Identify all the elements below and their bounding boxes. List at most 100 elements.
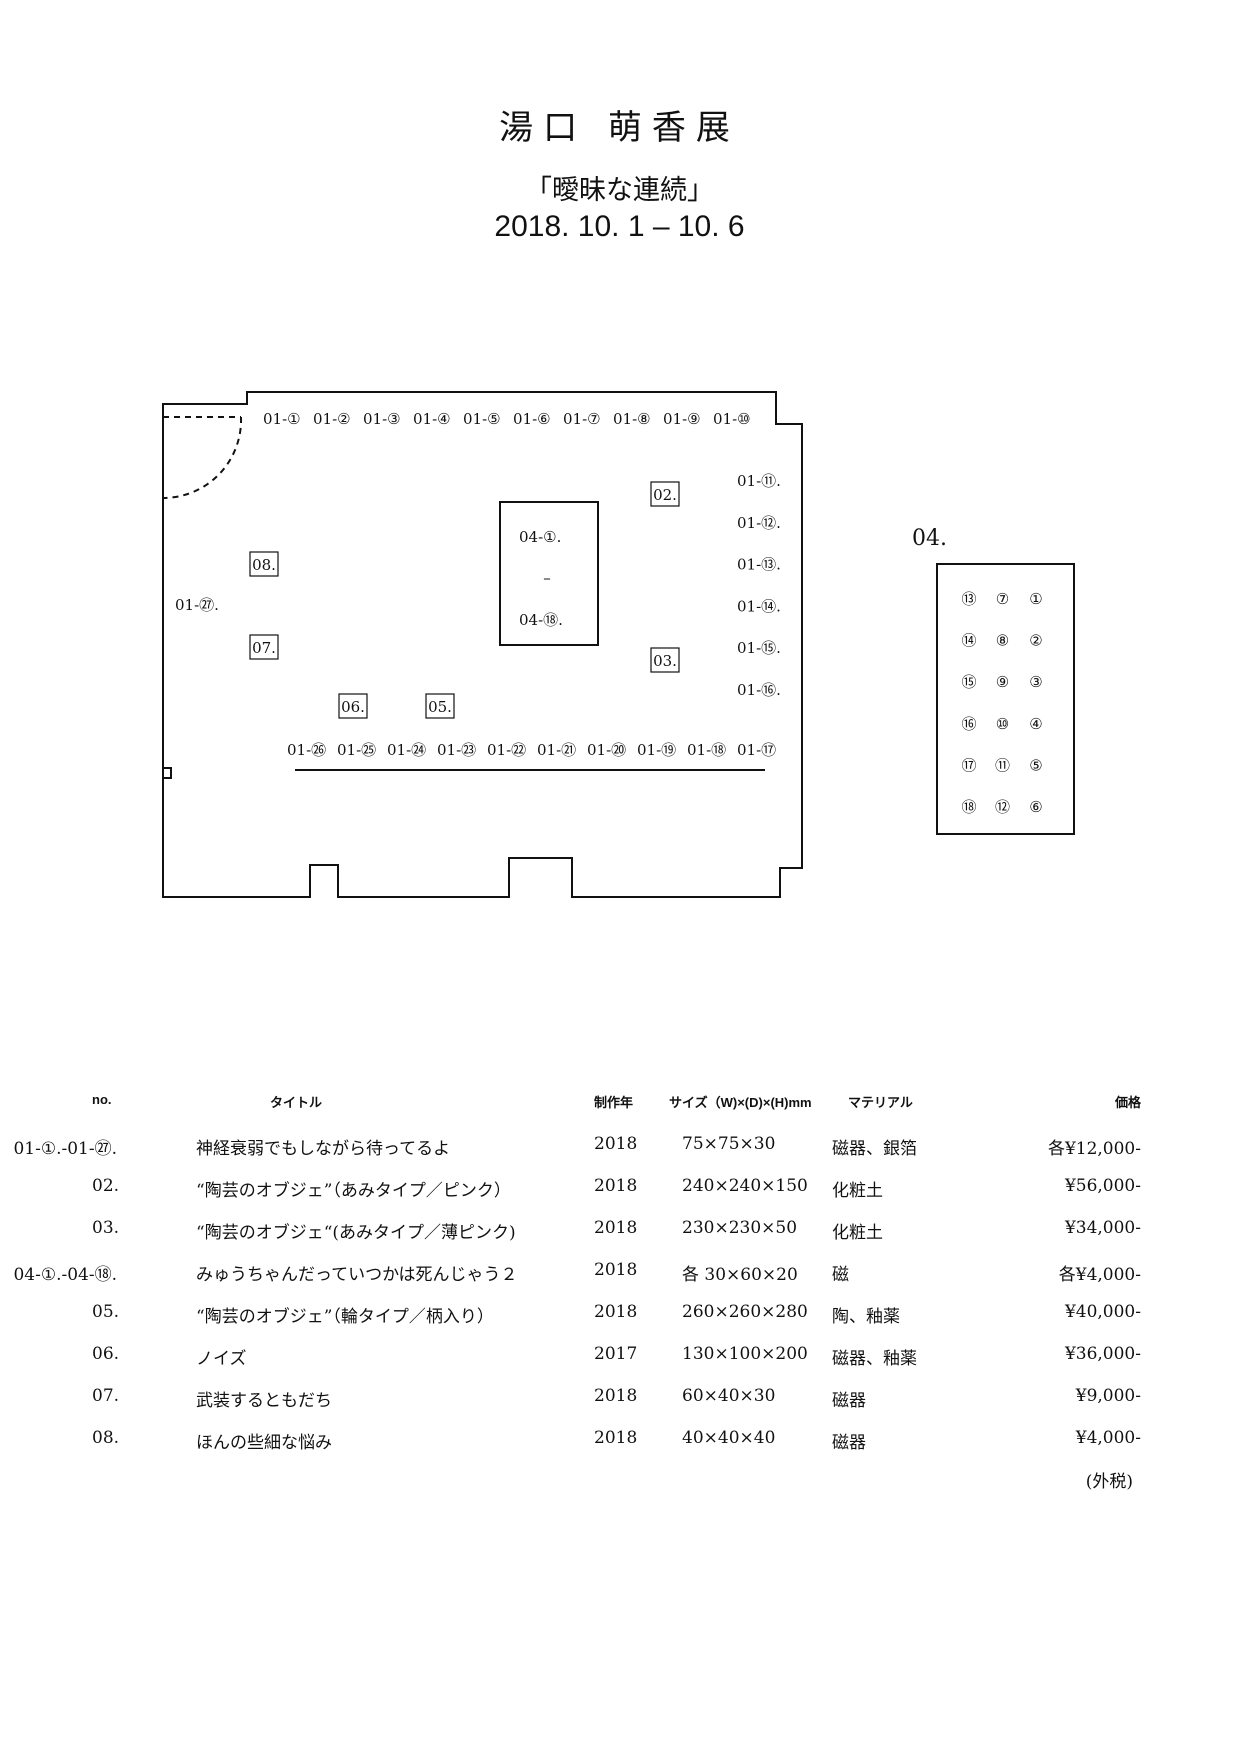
table-header-year: 制作年 <box>594 1095 634 1110</box>
tax-note: (外税) <box>1085 1472 1133 1492</box>
detail-grid-item: ⑫ <box>995 798 1010 816</box>
wall-label-top: 01-⑧ <box>613 410 651 428</box>
wall-label-top: 01-⑦ <box>563 410 601 428</box>
wall-label-right: 01-⑭. <box>737 597 781 615</box>
detail-grid-item: ⑬ <box>961 590 976 608</box>
work-box-label: 07. <box>252 639 276 657</box>
wall-label-bottom: 01-⑲ <box>637 741 676 759</box>
table-cell-price: ¥36,000- <box>1064 1344 1141 1364</box>
table-cell-no: 08. <box>92 1428 120 1448</box>
table-cell-size: 40×40×40 <box>682 1428 776 1448</box>
table-cell-year: 2018 <box>594 1176 638 1196</box>
wall-label-bottom: 01-㉖ <box>287 741 326 759</box>
wall-label-bottom: 01-㉓ <box>437 741 476 759</box>
table-cell-price: 各¥4,000- <box>1058 1265 1141 1285</box>
table-cell-year: 2018 <box>594 1428 638 1448</box>
wall-label-right: 01-⑮. <box>737 639 781 657</box>
detail-grid-item: ⑭ <box>961 632 976 650</box>
table-cell-material: 磁器 <box>832 1391 866 1411</box>
table-cell-title: ノイズ <box>196 1349 247 1369</box>
table-cell-price: ¥40,000- <box>1064 1302 1141 1322</box>
wall-label-bottom: 01-㉕ <box>337 741 376 759</box>
detail-grid-item: ⑪ <box>995 756 1010 774</box>
detail-grid-item: ④ <box>1029 715 1042 733</box>
table-cell-title: “陶芸のオブジェ”（輪タイプ／柄入り） <box>196 1307 494 1327</box>
detail-grid-item: ⑨ <box>996 673 1009 691</box>
detail-grid-item: ⑧ <box>996 632 1009 650</box>
table-cell-material: 陶、釉薬 <box>832 1307 900 1327</box>
table-cell-no: 07. <box>92 1386 120 1406</box>
wall-label-bottom: 01-㉑ <box>537 741 576 759</box>
work-box-label: 06. <box>341 698 365 716</box>
table-cell-title: “陶芸のオブジェ“(あみタイプ／薄ピンク) <box>196 1223 516 1243</box>
work-box-label: 02. <box>653 486 677 504</box>
page-title: 湯口 萌香展 <box>499 108 740 148</box>
table-cell-material: 化粧土 <box>832 1223 883 1243</box>
table-cell-size: 240×240×150 <box>682 1176 808 1196</box>
table-row: 07. 武装するともだち 2018 60×40×30 磁器 ¥9,000- <box>0 1386 1239 1416</box>
wall-label-right: 01-⑯. <box>737 681 781 699</box>
table-cell-year: 2017 <box>594 1344 638 1364</box>
wall-label-right: 01-⑬. <box>737 556 781 574</box>
table-cell-price: 各¥12,000- <box>1047 1139 1141 1159</box>
table-cell-year: 2018 <box>594 1134 638 1154</box>
wall-label-right: 01-⑫. <box>737 514 781 532</box>
detail-title: 04. <box>912 526 947 551</box>
exhibition-subtitle: 「曖昧な連続」 <box>525 175 714 206</box>
table-cell-title: 神経衰弱でもしながら待ってるよ <box>196 1139 451 1159</box>
table-cell-size: 60×40×30 <box>682 1386 776 1406</box>
wall-label-right: 01-⑪. <box>737 472 781 490</box>
table-cell-year: 2018 <box>594 1218 638 1238</box>
table-cell-size: 130×100×200 <box>682 1344 808 1364</box>
table-row: 01-①.-01-㉗. 神経衰弱でもしながら待ってるよ 2018 75×75×30 磁器… <box>0 1134 1239 1164</box>
table-cell-size: 75×75×30 <box>682 1134 776 1154</box>
detail-grid-item: ⑯ <box>961 715 976 733</box>
table-cell-size: 230×230×50 <box>682 1218 798 1238</box>
table-header-size: サイズ（W)×(D)×(H)mm <box>669 1095 812 1110</box>
table-cell-no: 01-①.-01-㉗. <box>13 1139 117 1159</box>
wall-label-top: 01-⑥ <box>513 410 551 428</box>
table-cell-year: 2018 <box>594 1386 638 1406</box>
detail-grid-item: ① <box>1029 590 1042 608</box>
table-cell-no: 06. <box>92 1344 120 1364</box>
detail-grid-item: ⑮ <box>961 673 976 691</box>
wall-label-bottom: 01-⑳ <box>587 741 626 759</box>
table-cell-price: ¥34,000- <box>1064 1218 1141 1238</box>
table-cell-material: 磁器、釉薬 <box>832 1349 917 1369</box>
table-cell-year: 2018 <box>594 1260 638 1280</box>
table-cell-price: ¥9,000- <box>1075 1386 1141 1406</box>
detail-grid-item: ② <box>1029 632 1042 650</box>
table-cell-no: 03. <box>92 1218 120 1238</box>
wall-label-bottom: 01-㉒ <box>487 741 526 759</box>
table-header-material: マテリアル <box>848 1095 913 1110</box>
center-table-label-bottom: 04-⑱. <box>519 611 563 629</box>
floor-plan-walls <box>162 391 1075 898</box>
wall-label-left: 01-㉗. <box>175 596 219 614</box>
wall-label-top: 01-⑨ <box>663 410 701 428</box>
table-cell-title: ほんの些細な悩み <box>196 1433 332 1453</box>
wall-label-top: 01-② <box>313 410 351 428</box>
table-cell-material: 磁 <box>832 1265 849 1285</box>
table-row: 03. “陶芸のオブジェ“(あみタイプ／薄ピンク) 2018 230×230×50 化粧… <box>0 1218 1239 1248</box>
detail-grid-item: ⑤ <box>1029 756 1042 774</box>
table-cell-title: “陶芸のオブジェ”（あみタイプ／ピンク） <box>196 1181 511 1201</box>
table-cell-material: 磁器 <box>832 1433 866 1453</box>
center-table-label-top: 04-①. <box>519 528 561 546</box>
table-cell-no: 04-①.-04-⑱. <box>13 1265 117 1285</box>
wall-label-top: 01-④ <box>413 410 451 428</box>
table-cell-no: 02. <box>92 1176 120 1196</box>
table-cell-title: 武装するともだち <box>196 1391 332 1411</box>
table-header-price: 価格 <box>1114 1095 1141 1110</box>
detail-grid-item: ⑥ <box>1029 798 1042 816</box>
table-cell-material: 磁器、銀箔 <box>832 1139 917 1159</box>
table-cell-price: ¥56,000- <box>1064 1176 1141 1196</box>
detail-grid-item: ⑱ <box>961 798 976 816</box>
wall-label-bottom: 01-⑰ <box>737 741 776 759</box>
table-header-title: タイトル <box>270 1095 323 1110</box>
